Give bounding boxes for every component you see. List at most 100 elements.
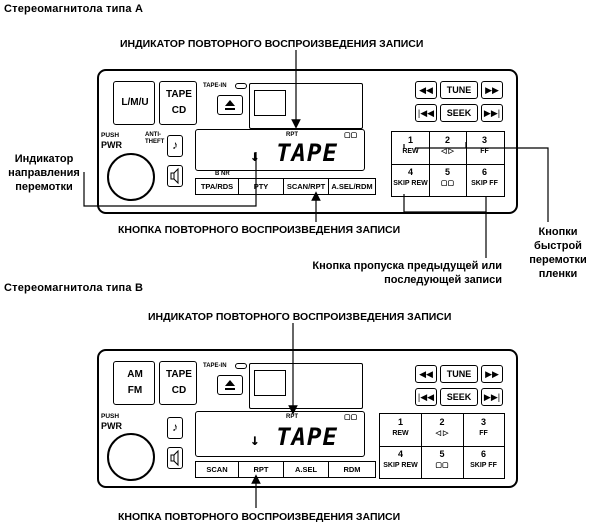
display-b: RPT ▢▢ ↓ TAPE bbox=[195, 411, 365, 457]
leader-fast-wind-top bbox=[415, 147, 549, 222]
radio-unit-a: L/M/U TAPE CD TAPE-IN ◀◀ TUNE ▶▶ |◀◀ SEE… bbox=[97, 69, 518, 214]
preset-b-2-sub: ◁ ▷ bbox=[435, 430, 449, 437]
preset-2-sub: ◁ ▷ bbox=[441, 148, 454, 155]
eject-button-b[interactable] bbox=[217, 375, 243, 395]
am-fm-button[interactable]: AM FM bbox=[113, 361, 155, 405]
tune-label-b: TUNE bbox=[446, 369, 472, 379]
section-a-title: Стереомагнитола типа А bbox=[4, 3, 144, 15]
cd-label-b: CD bbox=[171, 385, 187, 396]
tune-button[interactable]: TUNE bbox=[440, 81, 478, 99]
rewind-button-b[interactable]: ◀◀ bbox=[415, 365, 437, 383]
direction-arrow-b: ↓ bbox=[250, 430, 261, 449]
eject-button[interactable] bbox=[217, 95, 243, 115]
seek-button[interactable]: SEEK bbox=[440, 104, 478, 122]
sound-button[interactable]: ♪ bbox=[167, 135, 183, 157]
preset-b-4-number: 4 bbox=[397, 449, 403, 459]
push-label-b: PUSH bbox=[101, 413, 120, 420]
skip-forward-button[interactable]: ▶▶| bbox=[481, 104, 503, 122]
repeat-button-callout-b: КНОПКА ПОВТОРНОГО ВОСПРОИЗВЕДЕНИЯ ЗАПИСИ bbox=[118, 511, 401, 523]
tape-label: TAPE bbox=[166, 89, 192, 100]
tune-button-b[interactable]: TUNE bbox=[440, 365, 478, 383]
preset-b-2-button[interactable]: 2 ◁ ▷ bbox=[421, 417, 463, 439]
preset-b-2-number: 2 bbox=[439, 417, 445, 427]
skip-forward-button-b[interactable]: ▶▶| bbox=[481, 388, 503, 406]
preset-b-5-button[interactable]: 5 ▢▢ bbox=[421, 449, 463, 471]
tape-in-label-b: TAPE-IN bbox=[203, 363, 227, 369]
power-volume-knob-b[interactable] bbox=[107, 433, 155, 481]
fast-wind-callout: Кнопки быстрой перемотки пленки bbox=[529, 226, 587, 280]
am-label: AM bbox=[127, 369, 143, 380]
eject-icon bbox=[225, 100, 235, 110]
preset-b-5-number: 5 bbox=[439, 449, 445, 459]
preset-3-sub: FF bbox=[480, 148, 489, 155]
tape-cd-button-b[interactable]: TAPE CD bbox=[159, 361, 197, 405]
skip-back-button[interactable]: |◀◀ bbox=[415, 104, 437, 122]
tape-direction-indicator: ▢▢ bbox=[344, 132, 358, 139]
rpt-indicator-b: RPT bbox=[286, 414, 298, 420]
preset-b-5-sub: ▢▢ bbox=[435, 462, 449, 469]
fast-forward-button[interactable]: ▶▶ bbox=[481, 81, 503, 99]
preset-2-number: 2 bbox=[444, 135, 450, 145]
tune-label: TUNE bbox=[446, 85, 472, 95]
skip-forward-icon: ▶▶| bbox=[483, 392, 501, 402]
fast-forward-button-b[interactable]: ▶▶ bbox=[481, 365, 503, 383]
repeat-button-callout-a: КНОПКА ПОВТОРНОГО ВОСПРОИЗВЕДЕНИЯ ЗАПИСИ bbox=[118, 224, 401, 236]
display-mode: TAPE bbox=[276, 139, 338, 167]
fast-forward-icon: ▶▶ bbox=[485, 369, 499, 379]
music-note-icon: ♪ bbox=[172, 138, 178, 152]
cassette-slot bbox=[249, 83, 363, 129]
tape-cd-button[interactable]: TAPE CD bbox=[159, 81, 197, 125]
skip-back-button-b[interactable]: |◀◀ bbox=[415, 388, 437, 406]
preset-b-3-number: 3 bbox=[480, 417, 486, 427]
seek-button-b[interactable]: SEEK bbox=[440, 388, 478, 406]
preset-3-number: 3 bbox=[481, 135, 487, 145]
band-button[interactable]: L/M/U bbox=[113, 81, 155, 125]
rewind-icon: ◀◀ bbox=[419, 369, 433, 379]
display-a: RPT ▢▢ ↓ TAPE bbox=[195, 129, 365, 171]
tape-in-label: TAPE-IN bbox=[203, 83, 227, 89]
display-mode-b: TAPE bbox=[276, 423, 338, 451]
skip-forward-icon: ▶▶| bbox=[483, 108, 501, 118]
anti-theft-label: ANTI-THEFT bbox=[145, 132, 165, 145]
speaker-icon bbox=[170, 167, 179, 185]
preset-5-number: 5 bbox=[444, 167, 450, 177]
preset-4-sub: SKIP REW bbox=[393, 180, 428, 187]
preset-b-6-sub: SKIP FF bbox=[470, 462, 497, 469]
row-button-b-4[interactable]: RDM bbox=[328, 461, 376, 478]
balance-button[interactable] bbox=[167, 165, 183, 187]
balance-button-b[interactable] bbox=[167, 447, 183, 469]
preset-b-4-sub: SKIP REW bbox=[383, 462, 418, 469]
rpt-indicator: RPT bbox=[286, 132, 298, 138]
tape-in-led bbox=[235, 83, 247, 89]
skip-back-icon: |◀◀ bbox=[417, 392, 435, 402]
sound-button-b[interactable]: ♪ bbox=[167, 417, 183, 439]
leader-direction-indicator bbox=[83, 152, 257, 207]
tape-label-b: TAPE bbox=[166, 369, 192, 380]
rewind-button[interactable]: ◀◀ bbox=[415, 81, 437, 99]
tape-direction-indicator-b: ▢▢ bbox=[344, 414, 358, 421]
preset-5-button[interactable]: 5▢▢ bbox=[429, 167, 466, 189]
power-volume-knob[interactable] bbox=[107, 153, 155, 201]
leader-skip-a bbox=[403, 194, 487, 258]
tape-in-led-b bbox=[235, 363, 247, 369]
row-button-4[interactable]: A.SEL/RDM bbox=[328, 178, 376, 195]
skip-back-icon: |◀◀ bbox=[417, 108, 435, 118]
eject-icon bbox=[225, 380, 235, 390]
seek-label: SEEK bbox=[446, 108, 472, 118]
radio-unit-b: AM FM TAPE CD TAPE-IN ◀◀ TUNE ▶▶ |◀◀ SEE… bbox=[97, 349, 518, 488]
preset-4-number: 4 bbox=[407, 167, 413, 177]
cd-label: CD bbox=[171, 105, 187, 116]
preset-2-button[interactable]: 2 ◁ ▷ bbox=[429, 135, 466, 157]
preset-1-sub: REW bbox=[402, 148, 419, 155]
